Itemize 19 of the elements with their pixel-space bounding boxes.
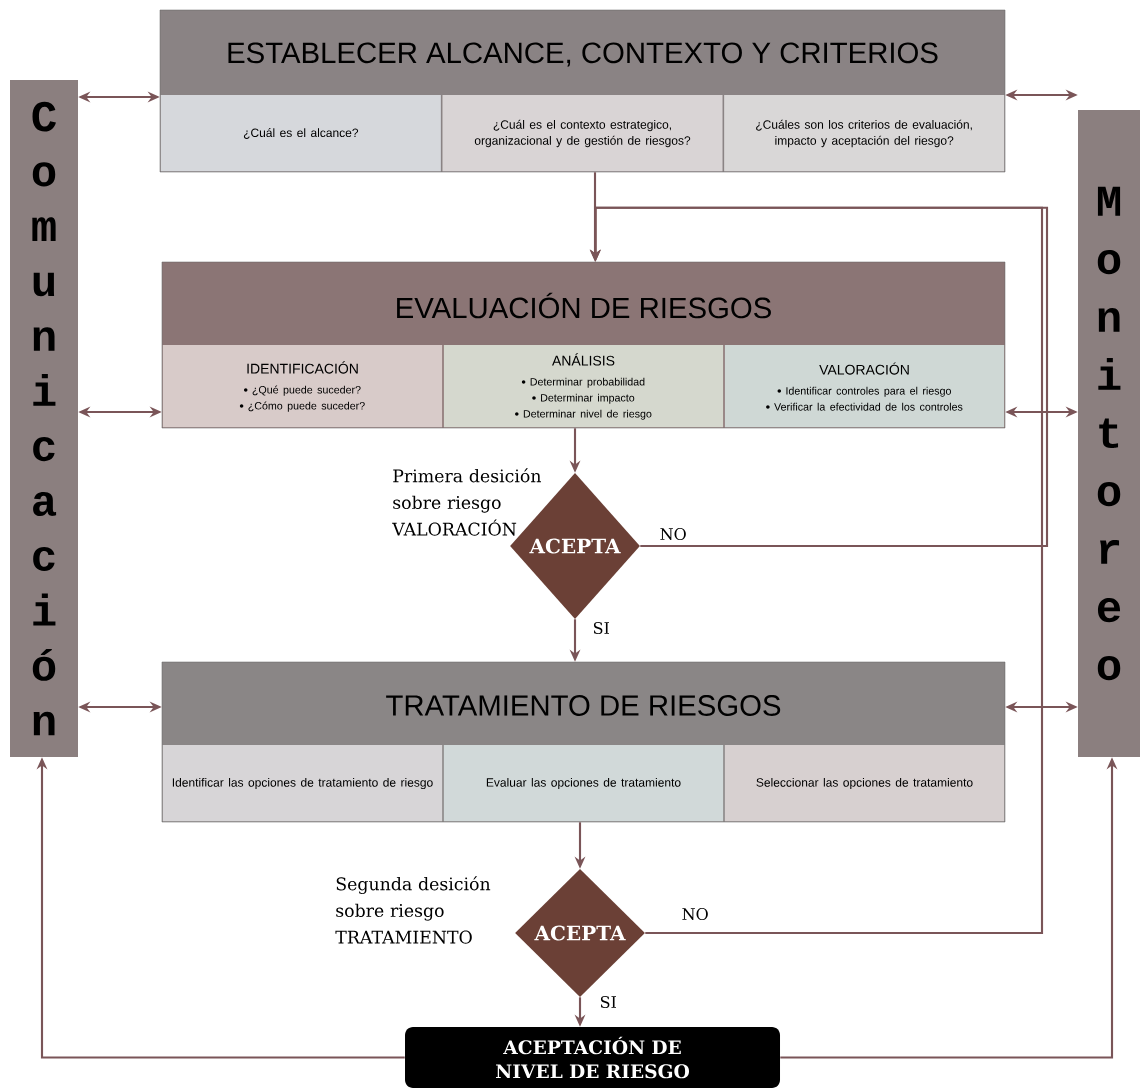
edge-label: NO: [680, 906, 711, 922]
text-cell: IDENTIFICACIÓN ¿Qué puede suceder? ¿Cómo puede suceder?: [162, 345, 443, 428]
node-label: ¿Cuáles son los criterios de evaluación, impacto y aceptación del riesgo?: [756, 119, 972, 148]
text-cell: ANÁLISIS Determinar probabilidad Determinar impacto Determinar nivel de riesgo: [443, 345, 724, 428]
decision-note: Segunda desición sobre riesgo TRATAMIENTO: [335, 876, 491, 944]
text-cell: VALORACIÓN Identificar controles para el riesgo Verificar la efectividad de los controles: [724, 345, 1005, 428]
text-cell: Evaluar las opciones de tratamiento: [443, 745, 724, 822]
text-cell: Identificar las opciones de tratamiento de riesgo: [162, 745, 443, 822]
result-box: ACEPTACIÓN DE NIVEL DE RIESGO: [405, 1027, 780, 1088]
text-cell: Seleccionar las opciones de tratamiento: [724, 745, 1005, 822]
side-column: Monitoreo: [1078, 110, 1140, 757]
edge-label: NO: [658, 526, 689, 542]
edge-label: SI: [591, 620, 612, 636]
text-cell: ¿Cuál es el contexto estrategico, organizacional y de gestión de riesgos?: [442, 95, 723, 172]
node-label: ¿Cuál es el contexto estrategico, organizacional y de gestión de riesgos?: [474, 119, 691, 148]
text-cell: ¿Cuáles son los criterios de evaluación, impacto y aceptación del riesgo?: [724, 95, 1005, 172]
edge-label: SI: [598, 994, 619, 1010]
side-column: Comunicación: [10, 80, 78, 757]
text-cell: ¿Cuál es el alcance?: [160, 95, 441, 172]
